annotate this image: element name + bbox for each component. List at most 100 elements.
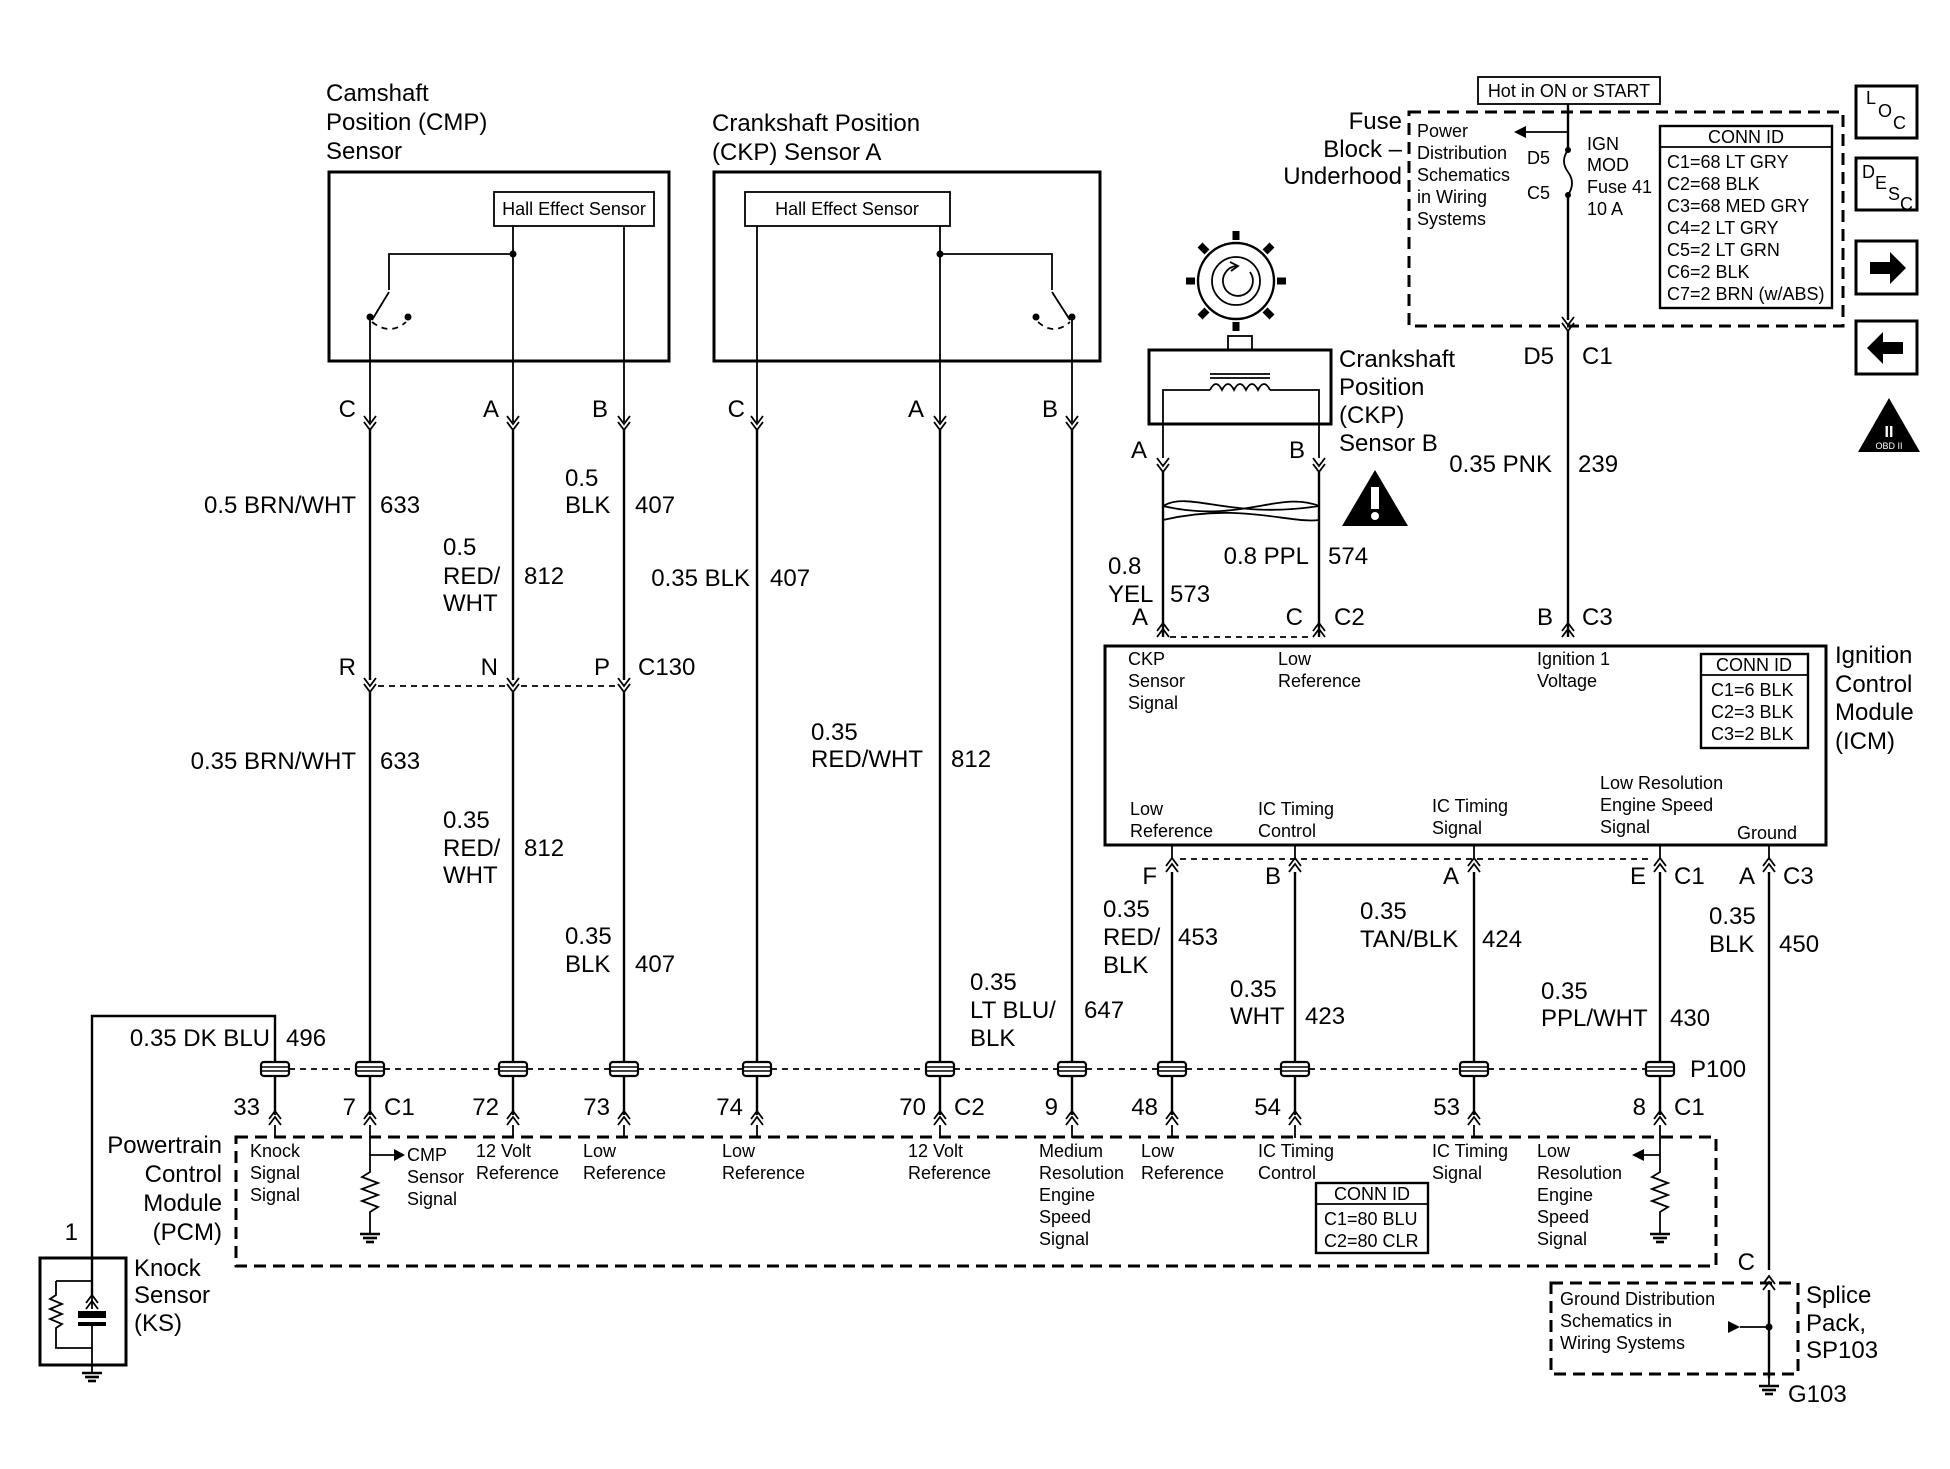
svg-text:53: 53 — [1433, 1094, 1460, 1121]
icm-pin-a: A — [1132, 604, 1148, 631]
reluctor-wheel-icon — [1186, 231, 1286, 331]
svg-text:L: L — [1866, 88, 1876, 108]
icm-housing — [1103, 644, 1828, 847]
ckp-a-pin-b: B — [1042, 396, 1058, 423]
c130-pin-n: N — [481, 654, 498, 681]
cmp-hall-effect-box — [493, 191, 655, 227]
cmp-sensor-housing — [327, 170, 671, 363]
ground-g103: G103 — [1788, 1381, 1847, 1408]
ckp-b-pin-a: A — [1131, 437, 1147, 464]
svg-text:33: 33 — [233, 1094, 260, 1121]
ckp-a-pin-c: C — [728, 396, 745, 423]
powertrain-control-module: 33 7 C1 72 73 74 70 C2 9 48 54 53 8 C1 P… — [107, 1094, 1718, 1268]
svg-text:7: 7 — [343, 1094, 356, 1121]
svg-text:S: S — [1888, 184, 1900, 204]
svg-text:II: II — [1885, 424, 1894, 441]
cmp-pin-b: B — [592, 396, 608, 423]
splice-pin-c: C — [1738, 1249, 1755, 1276]
pcm-conn-id-table — [1314, 1181, 1430, 1255]
fuse-out-pin-d5: D5 — [1523, 343, 1554, 370]
ckp-b-pin-b: B — [1289, 437, 1305, 464]
warning-icon — [1342, 470, 1408, 526]
cmp-hall-effect-label: Hall Effect Sensor — [502, 199, 646, 219]
icm-conn-c3: C3 — [1582, 604, 1613, 631]
fuse-pin-c5: C5 — [1527, 183, 1550, 203]
c130-pin-p: P — [594, 654, 610, 681]
icm-pin-e: E — [1630, 863, 1646, 890]
icm-conn-c2: C2 — [1334, 604, 1365, 631]
svg-text:72: 72 — [472, 1094, 499, 1121]
svg-text:C1: C1 — [1674, 1094, 1705, 1121]
svg-text:C: C — [1900, 194, 1913, 214]
ckp-a-housing — [712, 170, 1102, 363]
svg-text:C2: C2 — [954, 1094, 985, 1121]
next-arrow-icon[interactable] — [1854, 239, 1919, 296]
coil-icon — [1209, 383, 1271, 393]
knock-sensor-pin-1: 1 — [65, 1219, 78, 1246]
hot-in-label: Hot in ON or START — [1488, 81, 1650, 101]
ckp-a-hall-effect-label: Hall Effect Sensor — [775, 199, 919, 219]
icm-conn-id-title: CONN ID — [1716, 655, 1792, 675]
ckp-b-housing — [1147, 348, 1333, 426]
svg-text:C: C — [1893, 113, 1906, 133]
pcm-outline — [234, 1135, 1718, 1268]
obd-ii-icon: II OBD II — [1858, 398, 1920, 452]
cmp-pin-a: A — [483, 396, 499, 423]
svg-text:OBD II: OBD II — [1875, 441, 1902, 451]
c130-pin-r: R — [339, 654, 356, 681]
ckp-sensor-a-name: Crankshaft Position(CKP) Sensor A — [712, 110, 920, 166]
piezo-element-icon — [47, 1275, 93, 1365]
c130-connector: R N P C130 — [339, 654, 695, 1062]
c130-label: C130 — [638, 654, 695, 681]
previous-arrow-icon[interactable] — [1854, 319, 1919, 376]
ckp-a-hall-effect-box — [744, 191, 951, 227]
svg-text:E: E — [1875, 173, 1887, 193]
knock-sensor-housing — [38, 1256, 128, 1367]
icm-pin-b: B — [1537, 604, 1553, 631]
icm-pin-f: F — [1142, 863, 1157, 890]
location-nav-icon[interactable]: LOC — [1854, 84, 1919, 140]
svg-text:74: 74 — [716, 1094, 743, 1121]
pcm-pins: 33 7 C1 72 73 74 70 C2 9 48 54 53 8 C1 — [233, 1094, 1705, 1138]
fuse-conn-id-title: CONN ID — [1708, 127, 1784, 147]
icm-pin-a-ground: A — [1739, 863, 1755, 890]
pcm-conn-id-title: CONN ID — [1334, 1184, 1410, 1204]
cmp-pullup-resistor-icon — [359, 1160, 381, 1226]
icm-conn-c1: C1 — [1674, 863, 1705, 890]
